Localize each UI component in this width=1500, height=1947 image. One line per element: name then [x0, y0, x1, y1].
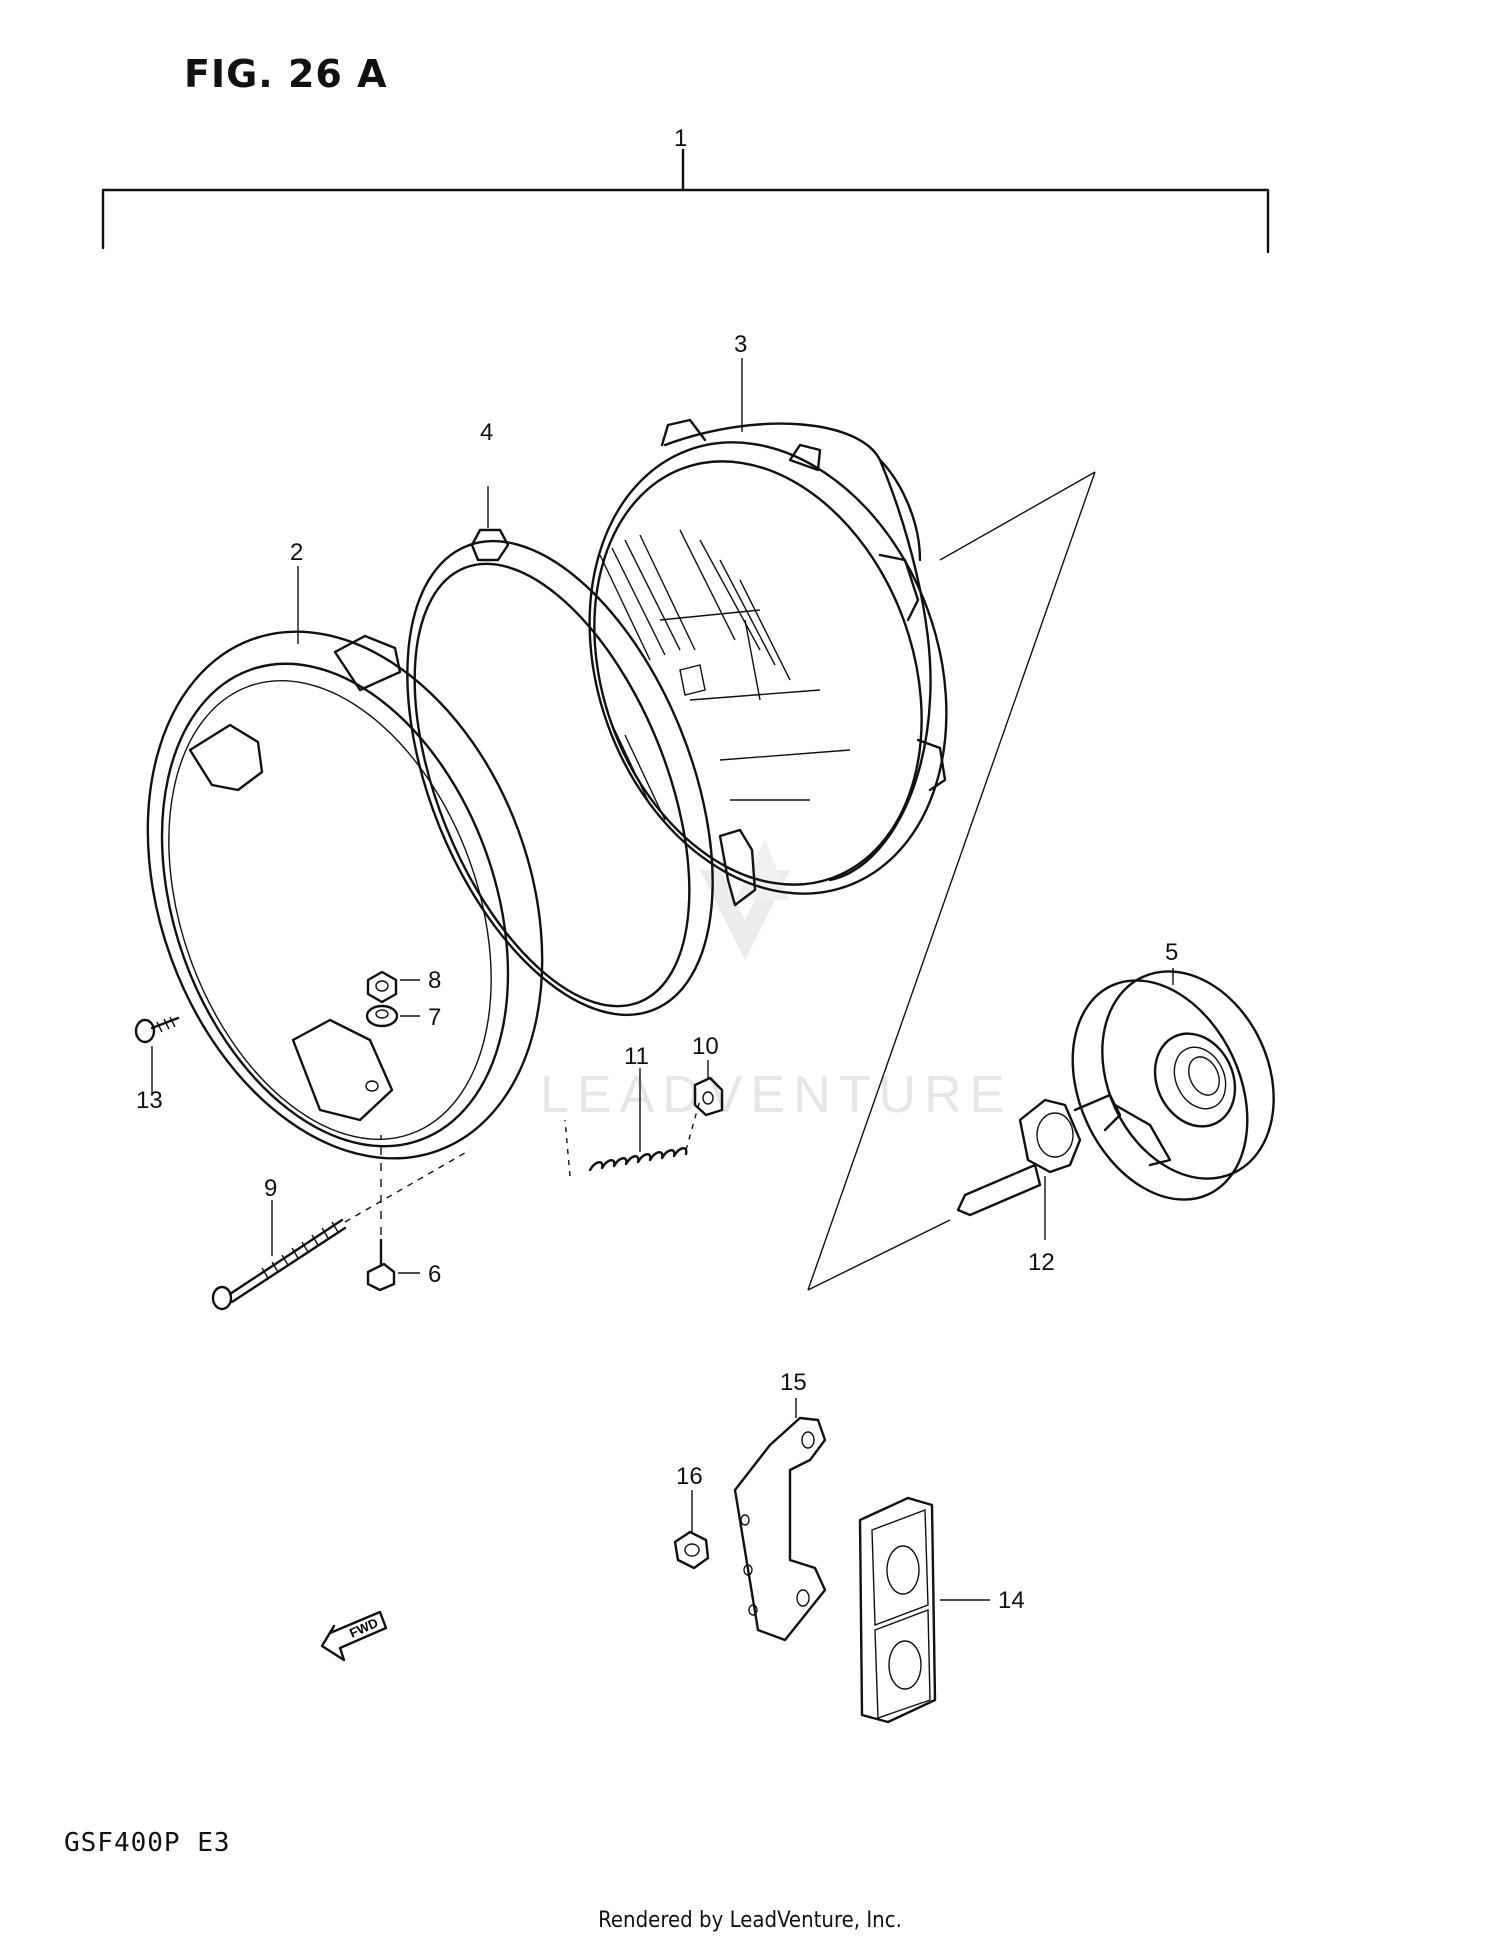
callout-5: 5: [1165, 939, 1178, 966]
reflector-bracket-15: [733, 1416, 827, 1642]
callout-11: 11: [624, 1043, 649, 1070]
screw-6: [366, 1135, 396, 1292]
callout-14: 14: [998, 1587, 1025, 1614]
nut-16: [673, 1530, 710, 1570]
leader-lines: [151, 358, 1174, 1601]
headlamp-rim: [146, 630, 544, 1160]
watermark-text: LEADVENTURE: [540, 1066, 1012, 1124]
callout-10: 10: [692, 1033, 719, 1060]
socket-cover: [1071, 970, 1275, 1201]
callouts: 1 2 3 4 5 6 7 8 9 10 11 12 13 14 15 16: [136, 125, 1178, 1614]
callout-7: 7: [428, 1004, 441, 1031]
callout-8: 8: [428, 967, 441, 994]
callout-2: 2: [290, 539, 303, 566]
headlamp-bulb: [956, 1093, 1172, 1217]
headlamp-unit: [588, 418, 948, 895]
figure-title: FIG. 26 A: [184, 52, 388, 96]
callout-3: 3: [734, 331, 747, 358]
forward-arrow: FWD: [320, 1610, 388, 1662]
callout-1: 1: [674, 125, 687, 152]
adjusting-screw-9: [211, 1149, 471, 1311]
lens-pattern: [599, 529, 851, 821]
clip-nut-10: [693, 1076, 724, 1117]
nut-8: [366, 970, 398, 1004]
callout-6: 6: [428, 1261, 441, 1288]
washer-7: [365, 1004, 399, 1028]
mounting-ring: [406, 528, 757, 1017]
assembly-bracket: [101, 148, 1270, 254]
callout-4: 4: [480, 419, 493, 446]
screw-13: [134, 1016, 180, 1044]
callout-13: 13: [136, 1087, 163, 1114]
model-code: GSF400P E3: [64, 1828, 231, 1858]
callout-9: 9: [264, 1175, 277, 1202]
callout-15: 15: [780, 1369, 807, 1396]
reflector-14: [858, 1496, 937, 1724]
callout-12: 12: [1028, 1249, 1055, 1276]
exploded-view-outline: [807, 471, 1096, 1291]
callout-16: 16: [676, 1463, 703, 1490]
watermark: LEADVENTURE: [540, 840, 1012, 1124]
render-credit: Rendered by LeadVenture, Inc.: [598, 1908, 902, 1933]
spring-11: [564, 1099, 701, 1177]
